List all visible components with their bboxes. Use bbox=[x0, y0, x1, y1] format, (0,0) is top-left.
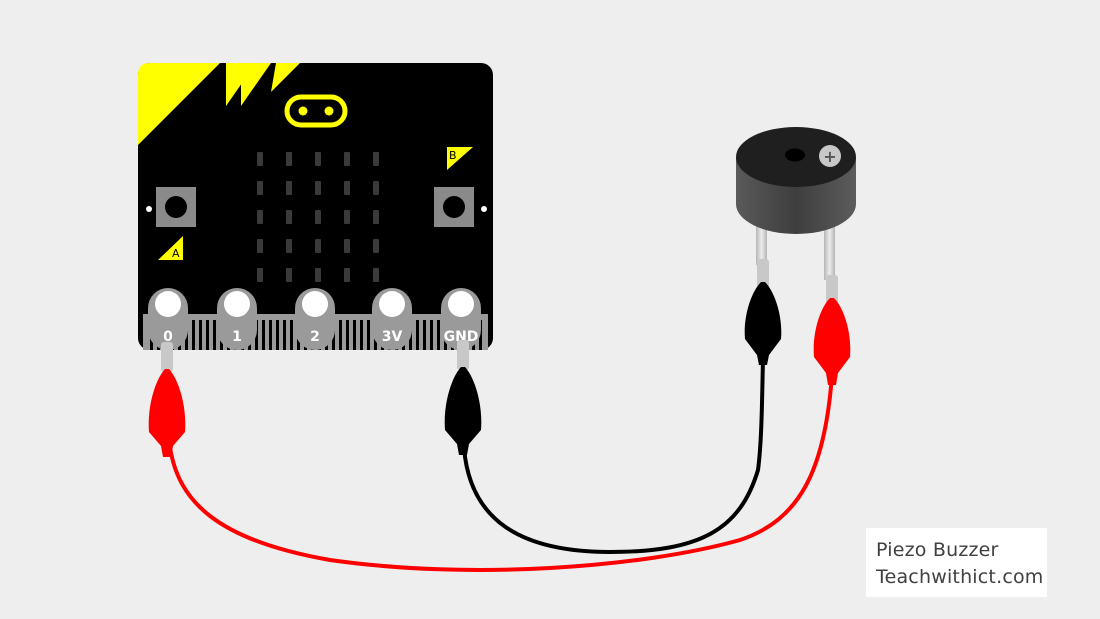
led-pixel bbox=[344, 210, 350, 224]
board-body bbox=[138, 63, 493, 350]
edge-connector-tooth bbox=[269, 320, 272, 350]
led-pixel bbox=[315, 152, 321, 166]
led-pixel bbox=[315, 210, 321, 224]
edge-connector-tooth bbox=[479, 320, 482, 350]
pin-hole bbox=[302, 291, 328, 317]
button-b-side-dot bbox=[481, 206, 487, 212]
alligator-clip-icon[interactable] bbox=[813, 275, 851, 385]
led-pixel bbox=[286, 152, 292, 166]
edge-connector-tooth bbox=[283, 320, 286, 350]
led-pixel bbox=[286, 268, 292, 282]
logo-dot-left bbox=[298, 106, 308, 116]
button-b-flag bbox=[447, 147, 473, 170]
microbit-logo bbox=[284, 94, 348, 128]
button-b[interactable] bbox=[443, 196, 465, 218]
edge-connector-tooth bbox=[213, 320, 216, 350]
led-pixel bbox=[373, 210, 379, 224]
edge-connector-tooth bbox=[416, 320, 419, 350]
led-pixel bbox=[257, 181, 263, 195]
pin-hole bbox=[224, 291, 250, 317]
button-a-label: A bbox=[172, 247, 180, 260]
buzzer-leg-right bbox=[824, 220, 835, 280]
edge-connector-tooth bbox=[192, 320, 195, 350]
button-a-side-dot bbox=[146, 206, 152, 212]
edge-connector-tooth bbox=[276, 320, 279, 350]
alligator-clip-icon[interactable] bbox=[744, 259, 782, 365]
led-pixel bbox=[373, 181, 379, 195]
pin-hole bbox=[379, 291, 405, 317]
piezo-buzzer-icon: + bbox=[736, 127, 856, 280]
edge-connector-tooth bbox=[367, 320, 370, 350]
led-pixel bbox=[373, 152, 379, 166]
button-a-flag bbox=[158, 236, 183, 260]
led-matrix bbox=[257, 152, 379, 282]
led-pixel bbox=[257, 152, 263, 166]
led-pixel bbox=[257, 210, 263, 224]
button-a[interactable] bbox=[165, 196, 187, 218]
led-pixel bbox=[344, 181, 350, 195]
edge-connector-tooth bbox=[430, 320, 433, 350]
caption-site: Teachwithict.com bbox=[876, 566, 1044, 588]
edge-connector-tooth bbox=[346, 320, 349, 350]
edge-connector-tooth bbox=[360, 320, 363, 350]
buzzer-sound-hole bbox=[785, 148, 805, 162]
board-stripe-4 bbox=[271, 63, 300, 92]
alligator-clip-icon[interactable] bbox=[444, 340, 482, 455]
pin-hole bbox=[448, 291, 474, 317]
edge-connector-tooth bbox=[206, 320, 209, 350]
buzzer-leg-left bbox=[756, 220, 767, 265]
led-pixel bbox=[286, 239, 292, 253]
caption-title: Piezo Buzzer bbox=[876, 539, 999, 561]
board-stripe-3 bbox=[241, 63, 271, 106]
pin-label: 3V bbox=[382, 329, 403, 345]
button-b-label: B bbox=[449, 149, 457, 162]
buzzer-plus-symbol: + bbox=[823, 147, 836, 166]
led-pixel bbox=[344, 268, 350, 282]
alligator-clip-icon[interactable] bbox=[148, 342, 186, 457]
edge-connector-tooth bbox=[437, 320, 440, 350]
led-pixel bbox=[257, 268, 263, 282]
led-pixel bbox=[315, 268, 321, 282]
edge-connector-tooth bbox=[423, 320, 426, 350]
pin-label: 1 bbox=[232, 329, 242, 345]
pin-label: GND bbox=[444, 329, 479, 345]
led-pixel bbox=[344, 239, 350, 253]
pin-label: 0 bbox=[163, 329, 173, 345]
pin-label: 2 bbox=[310, 329, 320, 345]
edge-connector-tooth bbox=[199, 320, 202, 350]
signal-wire bbox=[168, 374, 834, 572]
pin-hole bbox=[155, 291, 181, 317]
board-corner-stripe bbox=[138, 63, 220, 145]
led-pixel bbox=[373, 239, 379, 253]
edge-connector-tooth bbox=[353, 320, 356, 350]
edge-connector-tooth bbox=[339, 320, 342, 350]
led-pixel bbox=[286, 181, 292, 195]
logo-dot-right bbox=[324, 106, 334, 116]
edge-connector-tooth bbox=[255, 320, 258, 350]
edge-connector-tooth bbox=[262, 320, 265, 350]
edge-connector-tooth bbox=[290, 320, 293, 350]
buzzer-plus-marker bbox=[819, 145, 841, 167]
led-pixel bbox=[315, 239, 321, 253]
ground-wire bbox=[462, 359, 765, 555]
led-pixel bbox=[344, 152, 350, 166]
led-pixel bbox=[373, 268, 379, 282]
microbit-board-icon: A B 0 1 2 3V GND bbox=[138, 63, 493, 350]
led-pixel bbox=[257, 239, 263, 253]
caption-box: Piezo Buzzer Teachwithict.com bbox=[866, 528, 1047, 597]
led-pixel bbox=[315, 181, 321, 195]
pin-pads: 0 1 2 3V GND bbox=[148, 288, 481, 350]
led-pixel bbox=[286, 210, 292, 224]
